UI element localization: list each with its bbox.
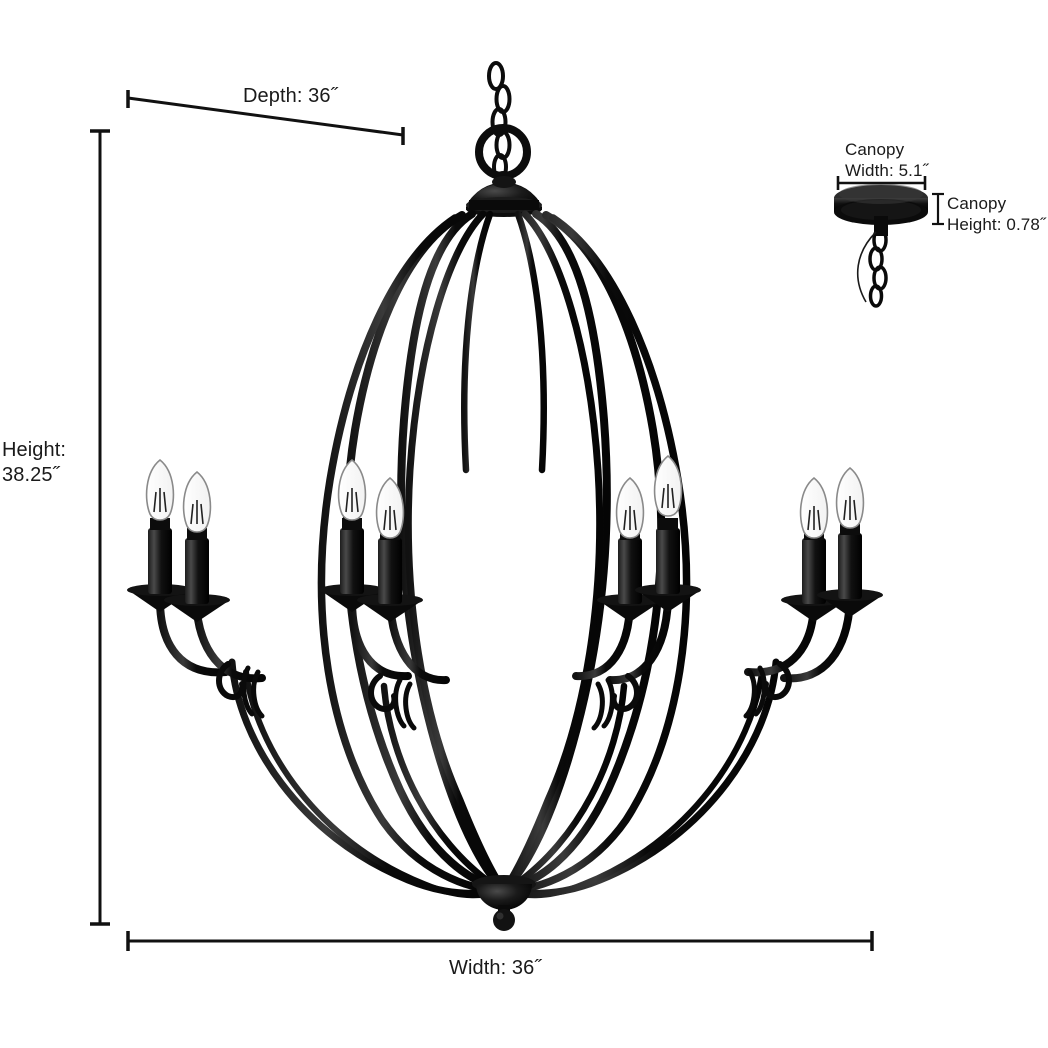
height-label-line1: Height: <box>2 439 67 461</box>
height-label-line2: 38.25˝ <box>2 464 60 486</box>
bottom-finial <box>472 875 536 931</box>
candle-light <box>127 458 193 612</box>
canopy-width-label-line2: Width: 5.1˝ <box>845 161 929 180</box>
candle-light <box>635 454 701 612</box>
canopy-width-dimension-line <box>836 176 927 190</box>
height-dimension-line <box>90 129 110 926</box>
candle-light <box>164 470 230 622</box>
candle-light <box>319 458 385 612</box>
dimension-lines <box>90 90 944 951</box>
width-label: Width: 36˝ <box>449 957 542 979</box>
candle-light <box>357 476 423 622</box>
cage-swags <box>228 658 780 899</box>
canopy-height-dimension-line <box>932 192 944 226</box>
canopy-height-label-line1: Canopy <box>947 194 1007 213</box>
canopy-assembly <box>834 184 928 308</box>
hanging-chain <box>487 61 512 181</box>
scroll-hooks <box>216 661 792 731</box>
depth-dimension-line <box>126 90 405 145</box>
depth-label: Depth: 36˝ <box>243 85 338 107</box>
candle-light <box>817 466 883 617</box>
canopy-width-label-line1: Canopy <box>845 140 905 159</box>
canopy-height-label-line2: Height: 0.78˝ <box>947 215 1046 234</box>
height-label: Height: 38.25˝ <box>2 438 66 488</box>
cage-frame <box>317 210 691 894</box>
width-dimension-line <box>126 931 874 951</box>
